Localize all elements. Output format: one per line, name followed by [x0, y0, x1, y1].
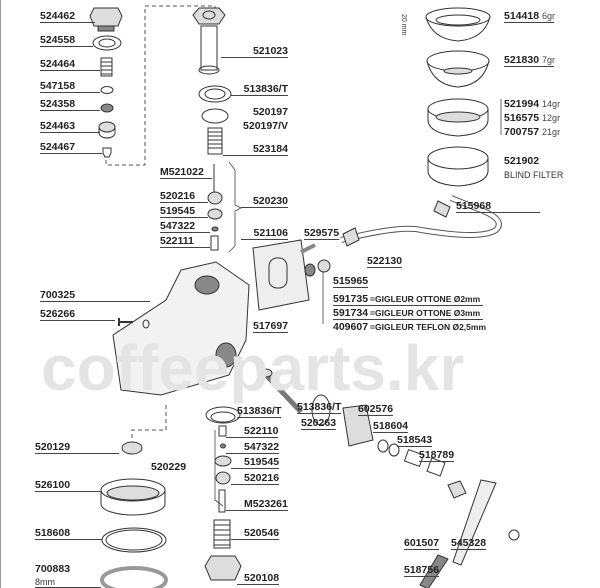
filter-code: 516575 — [504, 112, 540, 124]
kit-label: 520229 — [151, 461, 187, 473]
part-label: 518604 — [373, 420, 409, 433]
filter-code: 521994 — [504, 98, 540, 110]
part-label: 522130 — [367, 255, 403, 268]
part-label: 519545 — [231, 456, 280, 469]
filter-note: BLIND FILTER — [504, 170, 564, 180]
part-label: 700883 — [35, 563, 71, 575]
part-label: 547322 — [160, 220, 210, 233]
dimension-label: 20 mm — [400, 14, 407, 36]
gicleur-desc: =GIGLEUR OTTONE Ø2mm — [370, 294, 481, 304]
gicleur-label: 409607=GIGLEUR TEFLON Ø2,5mm — [333, 321, 488, 333]
part-note: 8mm — [35, 577, 101, 588]
cup-part — [98, 121, 116, 139]
part-label: 529575 — [304, 227, 340, 240]
part-label: 523184 — [223, 143, 288, 156]
spring-part — [100, 57, 113, 77]
part-label: 520546 — [231, 527, 280, 540]
kit-label: 520230 — [241, 195, 288, 208]
part-label: 520216 — [231, 472, 280, 485]
part-label: 520263 — [301, 417, 337, 430]
filter-baskets — [425, 7, 491, 187]
part-label: 521023 — [221, 45, 288, 58]
part-label: 524463 — [40, 120, 100, 133]
part-label: 518543 — [397, 434, 433, 447]
gicleur-code: 591735 — [333, 293, 369, 305]
part-label: 520216 — [160, 190, 208, 203]
part-label: 524464 — [40, 58, 100, 71]
part-label: 602576 — [358, 403, 394, 416]
part-label: 513836/T — [297, 401, 342, 414]
ring-part — [100, 86, 114, 94]
valve-body-part — [192, 7, 226, 25]
part-label: 522110 — [226, 425, 279, 438]
part-label: 700325 — [40, 289, 150, 302]
filter-note: 21gr — [542, 127, 561, 137]
gicleur-label: 591734=GIGLEUR OTTONE Ø3mm — [333, 307, 483, 320]
washer-part — [92, 35, 122, 51]
gicleur-desc: =GIGLEUR OTTONE Ø3mm — [370, 308, 481, 318]
part-label: 515965 — [333, 275, 369, 288]
part-label: 526100 — [35, 479, 101, 492]
filter-label: 521902 — [504, 155, 540, 167]
filter-note: 14gr — [542, 99, 561, 109]
pin-part — [102, 147, 112, 158]
filter-note: 7gr — [542, 55, 556, 65]
part-label: 518608 — [35, 527, 102, 540]
part-label: 526266 — [40, 308, 115, 321]
part-label: 524358 — [40, 98, 100, 111]
part-label: 520197 — [252, 106, 288, 118]
part-label: 520108 — [237, 572, 280, 585]
part-label: 518789 — [419, 449, 455, 462]
filter-code: 700757 — [504, 126, 540, 138]
gicleur-label: 591735=GIGLEUR OTTONE Ø2mm — [333, 293, 483, 306]
part-label: 513836/T — [231, 83, 288, 96]
part-label: 513836/T — [237, 405, 282, 418]
part-label: 522111 — [160, 235, 210, 248]
part-label: 547158 — [40, 80, 100, 93]
part-label: 521106 — [241, 227, 288, 240]
part-label: 520197/V — [243, 120, 288, 132]
part-label: 545328 — [451, 537, 487, 550]
part-label: M523261 — [226, 498, 288, 511]
gasket-part — [252, 239, 310, 311]
part-label: 517697 — [253, 320, 289, 333]
part-label: M521022 — [160, 166, 212, 179]
group-head-part — [112, 261, 250, 396]
filter-code: 514418 — [504, 10, 540, 22]
filter-note: 6gr — [542, 11, 556, 21]
part-label: 547322 — [226, 441, 280, 454]
part-label: 515968 — [456, 200, 540, 213]
filter-code: 521830 — [504, 54, 540, 66]
gicleur-code: 591734 — [333, 307, 369, 319]
part-label: 520129 — [35, 441, 119, 454]
watermark: coffeeparts.kr — [41, 332, 465, 404]
filter-note: 12gr — [542, 113, 561, 123]
part-label: 601507 — [404, 537, 440, 550]
part-label: 524467 — [40, 141, 102, 154]
part-label: 519545 — [160, 205, 208, 218]
gicleur-code: 409607 — [333, 321, 369, 333]
valve-lever-part — [452, 479, 497, 566]
gicleur-desc: =GIGLEUR TEFLON Ø2,5mm — [370, 322, 486, 332]
disc-part — [100, 103, 114, 113]
part-label: 524558 — [40, 34, 93, 47]
cap-nut-part — [89, 7, 123, 32]
part-label: 518756 — [404, 564, 440, 577]
part-label: 524462 — [40, 10, 95, 23]
